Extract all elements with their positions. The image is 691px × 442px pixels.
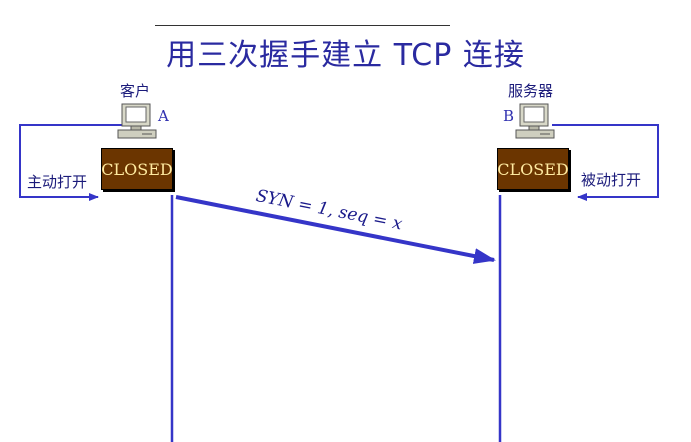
client-state-box: CLOSED (101, 148, 173, 190)
client-letter: A (158, 107, 169, 125)
client-open-label: 主动打开 (27, 173, 88, 191)
server-computer-icon (515, 103, 555, 139)
syn-arrow (175, 195, 496, 264)
server-label: 服务器 (508, 82, 554, 100)
title-rule (155, 25, 450, 26)
page-title: 用三次握手建立 TCP 连接 (166, 38, 525, 73)
client-computer-icon (117, 103, 157, 139)
server-open-loop (552, 124, 659, 201)
server-state-label: CLOSED (497, 159, 569, 179)
client-label: 客户 (120, 82, 151, 100)
server-state-box: CLOSED (497, 148, 569, 190)
server-letter: B (503, 107, 515, 125)
client-open-loop (19, 124, 123, 201)
client-state-label: CLOSED (101, 159, 173, 179)
server-open-label: 被动打开 (581, 171, 642, 189)
